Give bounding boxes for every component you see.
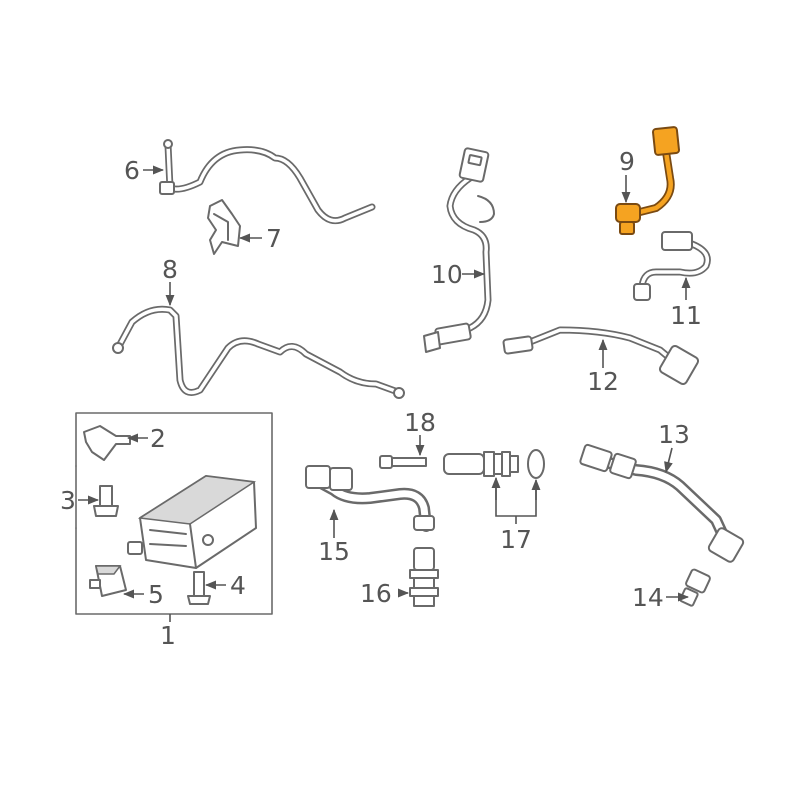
part-13-hose (579, 443, 745, 563)
callout-11: 11 (670, 301, 702, 330)
callout-3: 3 (60, 486, 76, 515)
callout-8: 8 (162, 255, 178, 284)
callout-1: 1 (160, 621, 176, 650)
leader-lines (78, 165, 691, 622)
part-1-group-frame (75, 412, 273, 615)
part-6-vacuum-tube (159, 139, 376, 225)
part-18-bolt (379, 455, 427, 469)
part-12-oxygen-sensor (502, 326, 700, 386)
callout-5: 5 (148, 580, 164, 609)
callout-12: 12 (587, 367, 619, 396)
part-8-vacuum-tube (112, 305, 405, 399)
part-4-bolt (187, 571, 211, 605)
callout-labels: 1 2 3 4 5 6 7 8 9 10 11 12 13 14 15 16 1… (60, 147, 702, 650)
part-3-bolt (93, 485, 119, 517)
vapor-canister (127, 475, 257, 569)
callout-13: 13 (658, 420, 690, 449)
callout-2: 2 (150, 424, 166, 453)
callout-16: 16 (360, 579, 392, 608)
callout-17: 17 (500, 525, 532, 554)
callout-18: 18 (404, 408, 436, 437)
part-15-hose (305, 465, 435, 532)
callout-7: 7 (266, 224, 282, 253)
callout-4: 4 (230, 571, 246, 600)
callout-9: 9 (619, 147, 635, 176)
part-11-oxygen-sensor (633, 231, 711, 301)
callout-15: 15 (318, 537, 350, 566)
callout-10: 10 (431, 260, 463, 289)
callout-6: 6 (124, 156, 140, 185)
part-7-bracket (207, 199, 241, 255)
part-16-connector (409, 547, 439, 607)
callout-14: 14 (632, 583, 664, 612)
part-10-oxygen-sensor (423, 147, 495, 353)
part-9-highlighted-sensor (615, 126, 680, 235)
part-14-sensor (679, 568, 711, 607)
part-5-valve (89, 565, 127, 597)
part-17-connector (443, 449, 545, 479)
part-2-clip (83, 425, 131, 461)
